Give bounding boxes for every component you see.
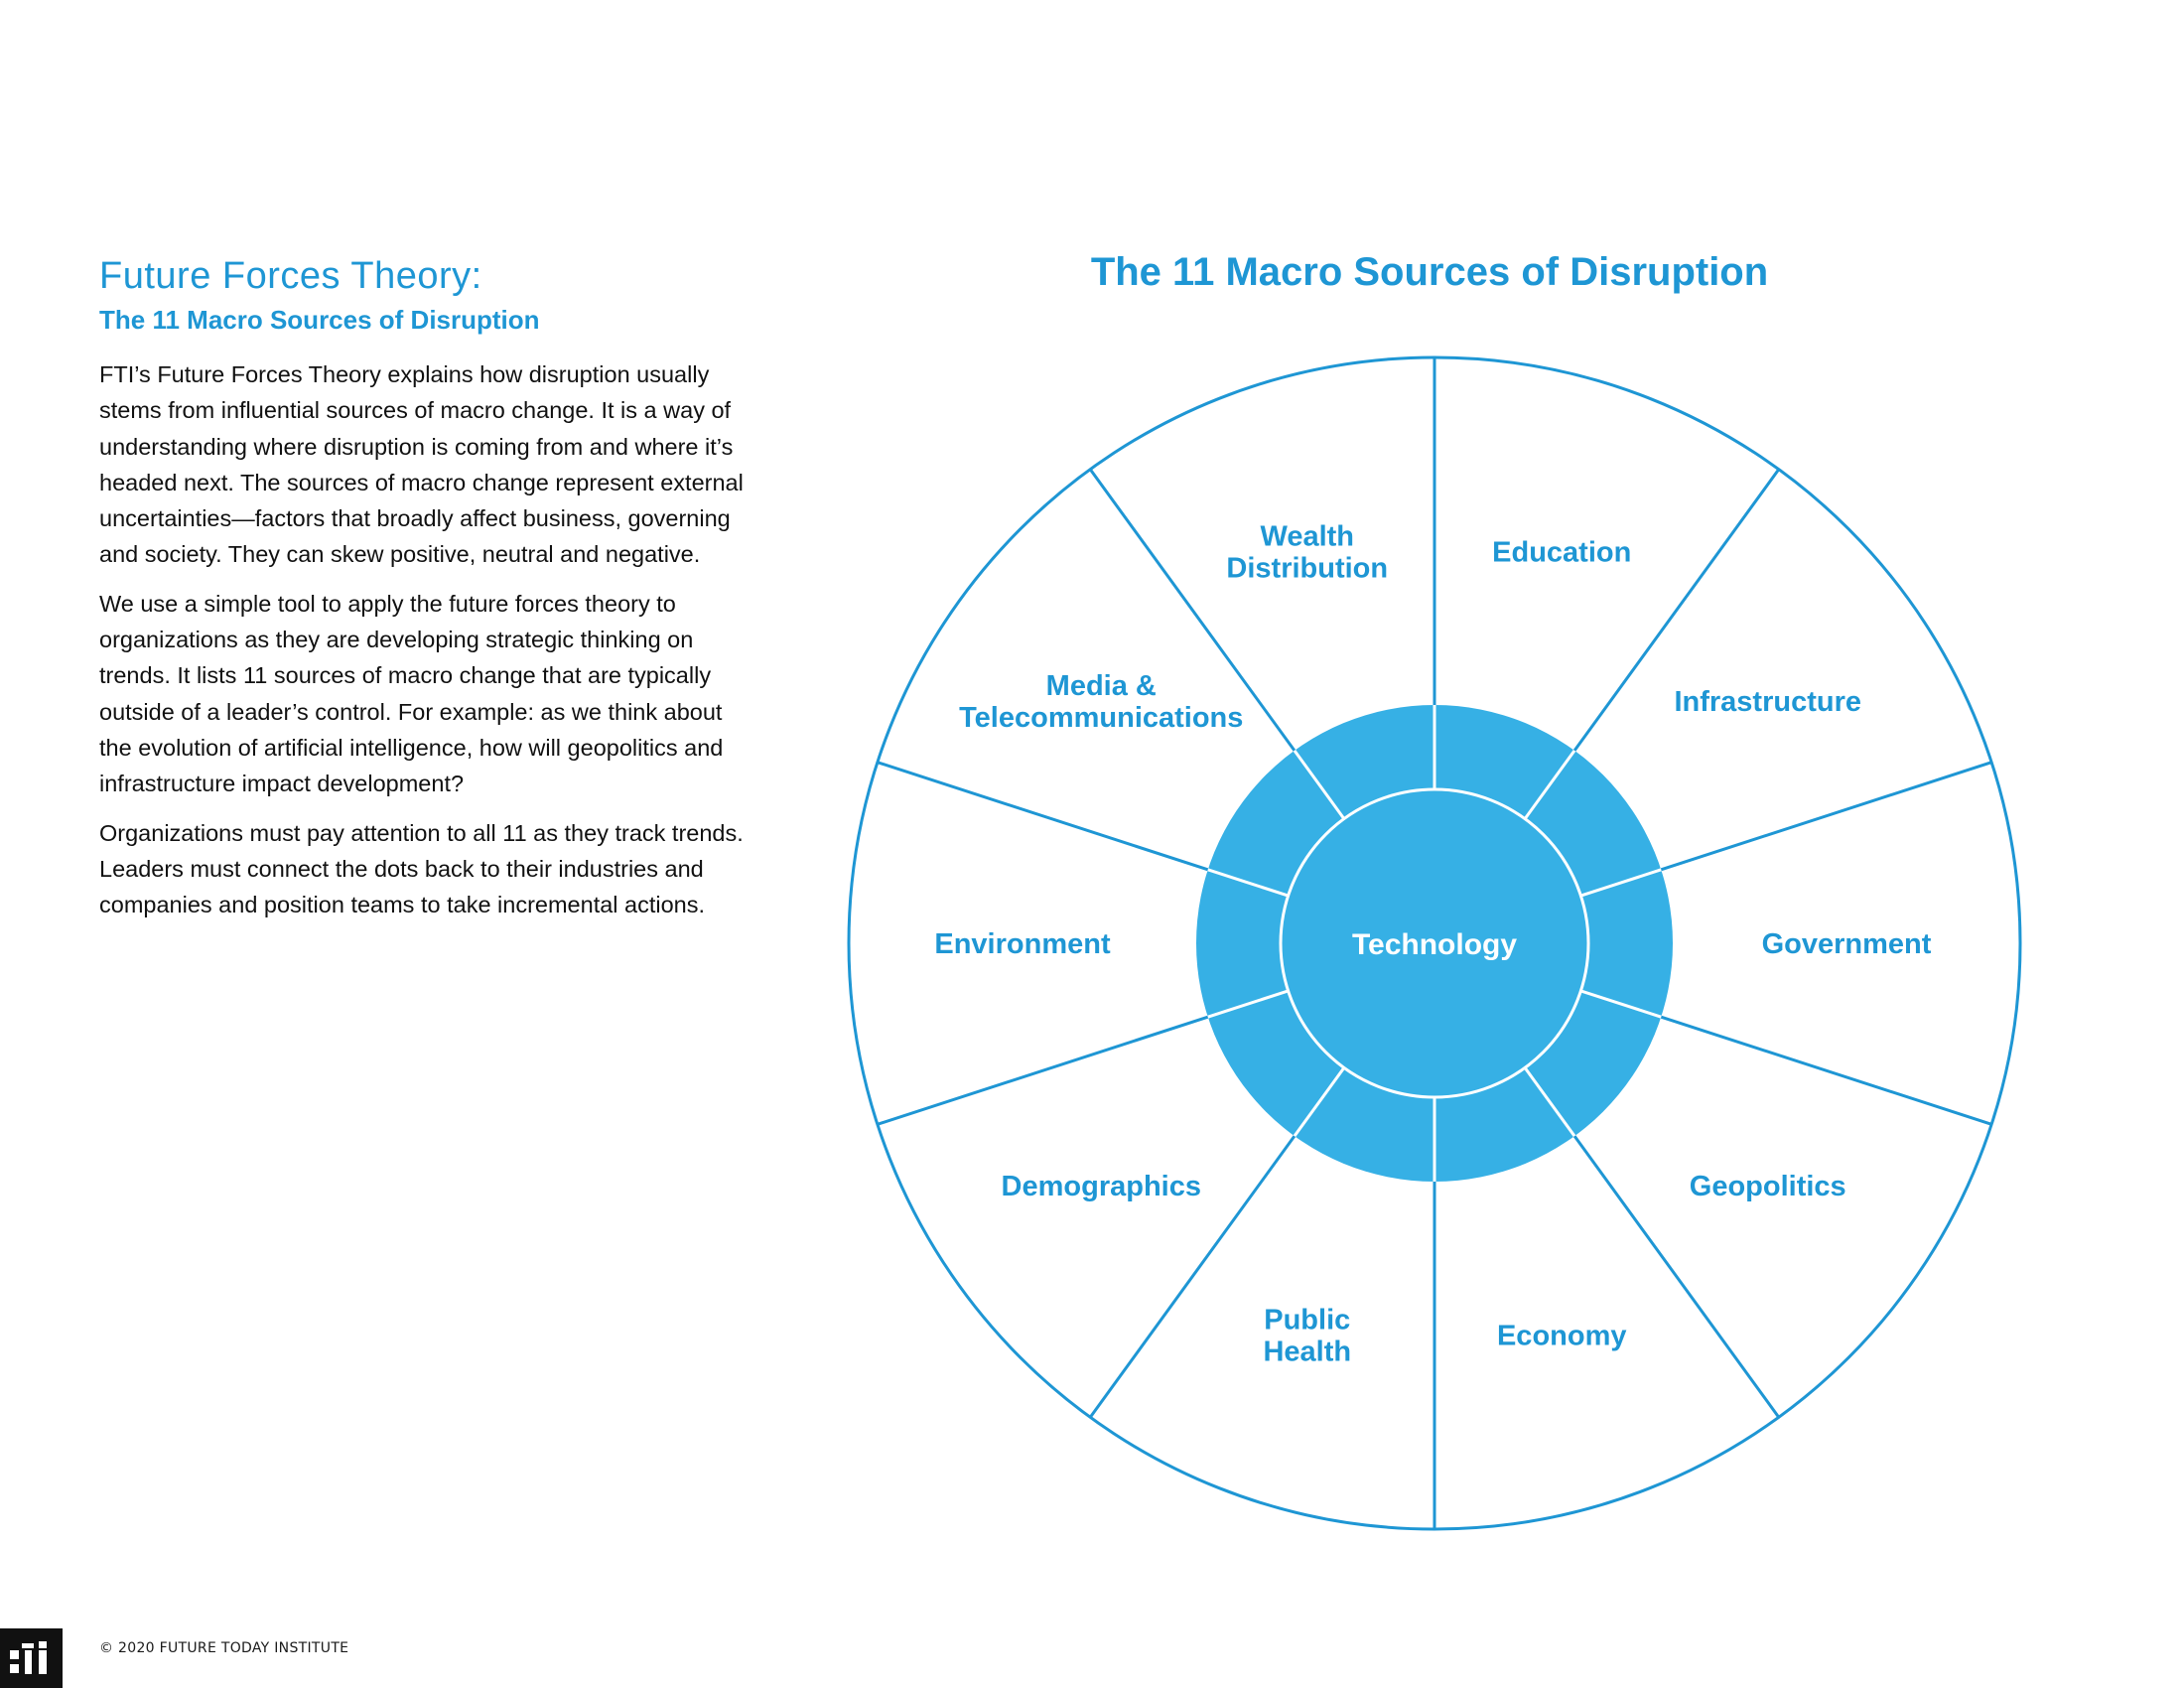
sector-label: Economy [1497,1321,1627,1352]
page-subheading: The 11 Macro Sources of Disruption [99,305,540,335]
sector-label: Distribution [1226,552,1388,584]
sector-divider [1572,1135,1781,1419]
sector-divider [1088,1135,1297,1419]
center-label-technology: Technology [1352,928,1517,961]
sector-label: Education [1492,536,1631,568]
ring-divider [1207,868,1290,898]
diagram-title: The 11 Macro Sources of Disruption [1090,250,1769,294]
intro-paragraph-3: Organizations must pay attention to all … [99,819,744,918]
intro-paragraph-2: We use a simple tool to apply the future… [99,590,724,797]
intro-text-column: Future Forces Theory: The 11 Macro Sourc… [99,253,754,935]
ring-divider [1579,989,1662,1019]
ring-divider [1579,868,1662,898]
sector-label: Geopolitics [1690,1171,1846,1202]
sector-label: Environment [934,928,1111,960]
sector-divider [877,761,1209,872]
inner-circle [1279,787,1590,1099]
fti-logo-icon [0,1628,63,1688]
ring-divider [1523,1066,1576,1138]
intro-paragraph-1: FTI’s Future Forces Theory explains how … [99,361,744,568]
copyright-notice: © 2020 FUTURE TODAY INSTITUTE [99,1640,349,1656]
sector-label: Health [1263,1336,1351,1368]
sector-divider [1572,468,1781,752]
sector-label: Telecommunications [959,702,1243,734]
sector-label: Infrastructure [1674,686,1861,718]
sector-divider [1088,468,1297,752]
ring-divider [1293,1066,1346,1138]
sector-label: Media & [1046,670,1157,702]
page-heading: Future Forces Theory: [99,255,482,297]
sector-divider [1660,761,1992,872]
sector-label: Demographics [1002,1171,1201,1202]
ring-divider [1523,749,1576,820]
sector-label: Government [1762,928,1932,960]
sector-divider [877,1015,1209,1126]
ring-divider [1207,989,1290,1019]
sector-label: Public [1264,1305,1350,1336]
sector-divider [1660,1015,1992,1126]
sector-label: Wealth [1260,520,1354,552]
ring-divider [1293,749,1346,820]
